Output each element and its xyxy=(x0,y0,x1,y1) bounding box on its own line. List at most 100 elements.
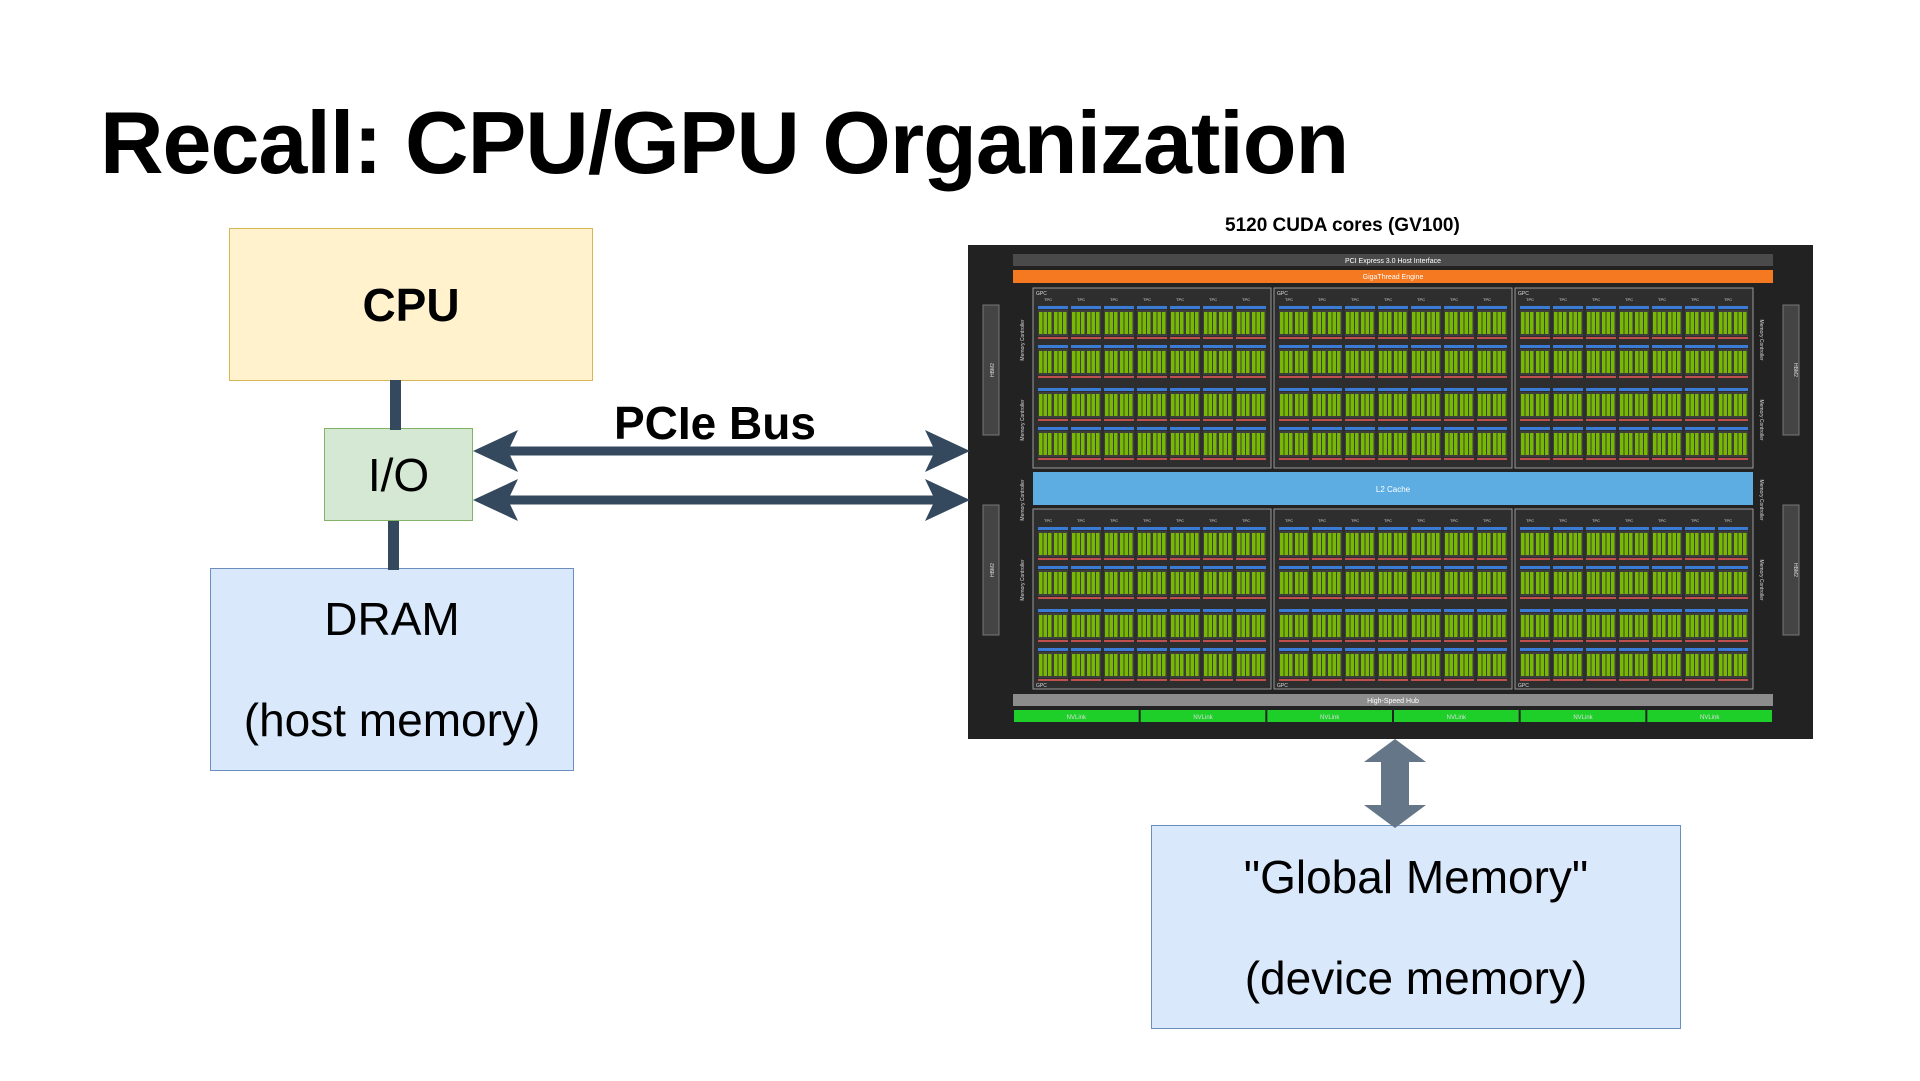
cuda-core xyxy=(1728,394,1732,416)
gpc-label: GPC xyxy=(1036,291,1047,297)
cuda-core xyxy=(1252,533,1256,555)
cuda-core xyxy=(1497,654,1501,676)
cuda-core xyxy=(1525,394,1529,416)
sm-bar xyxy=(1718,345,1748,348)
cuda-core xyxy=(1431,312,1435,334)
cuda-core xyxy=(1525,533,1529,555)
sm-bar xyxy=(1170,609,1200,612)
cuda-core xyxy=(1644,351,1648,373)
cuda-core xyxy=(1256,433,1260,455)
cuda-core xyxy=(1120,394,1124,416)
sm-cache-bar xyxy=(1170,337,1200,339)
sm-cache-bar xyxy=(1104,458,1134,460)
cuda-core xyxy=(1662,572,1666,594)
sm-bar xyxy=(1520,609,1550,612)
sm-bar xyxy=(1038,527,1068,530)
cuda-core xyxy=(1624,433,1628,455)
cuda-core xyxy=(1261,533,1265,555)
cuda-core xyxy=(1304,312,1308,334)
tpc-label: TPC xyxy=(1724,518,1732,523)
cuda-core xyxy=(1180,394,1184,416)
cuda-core xyxy=(1469,615,1473,637)
cuda-core xyxy=(1105,572,1109,594)
cuda-core xyxy=(1701,615,1705,637)
cuda-core xyxy=(1322,615,1326,637)
cuda-core xyxy=(1478,351,1482,373)
memory-controller-label: Memory Controller xyxy=(1020,559,1026,600)
sm-cache-bar xyxy=(1203,337,1233,339)
sm-cache-bar xyxy=(1520,597,1550,599)
cuda-core xyxy=(1289,433,1293,455)
cuda-core xyxy=(1578,394,1582,416)
cuda-core xyxy=(1545,572,1549,594)
slide-title: Recall: CPU/GPU Organization xyxy=(100,93,1349,192)
sm-cache-bar xyxy=(1345,458,1375,460)
cuda-core xyxy=(1379,351,1383,373)
cuda-core xyxy=(1114,615,1118,637)
cuda-core xyxy=(1719,572,1723,594)
cuda-core xyxy=(1332,351,1336,373)
cuda-core xyxy=(1256,351,1260,373)
cuda-core xyxy=(1039,433,1043,455)
cpu-box: CPU xyxy=(229,228,593,381)
gigathread-label: GigaThread Engine xyxy=(1363,274,1424,281)
cuda-core xyxy=(1690,394,1694,416)
tpc-label: TPC xyxy=(1044,297,1052,302)
cuda-core xyxy=(1602,351,1606,373)
gpc-label: GPC xyxy=(1036,683,1047,689)
cuda-core xyxy=(1460,394,1464,416)
sm-cache-bar xyxy=(1203,419,1233,421)
cuda-core xyxy=(1350,394,1354,416)
cuda-core xyxy=(1252,572,1256,594)
sm-bar xyxy=(1203,566,1233,569)
cuda-core xyxy=(1578,312,1582,334)
io-label: I/O xyxy=(367,448,430,501)
cuda-core xyxy=(1096,533,1100,555)
cuda-core xyxy=(1370,351,1374,373)
cuda-core xyxy=(1180,615,1184,637)
cuda-core xyxy=(1460,615,1464,637)
sm-cache-bar xyxy=(1345,558,1375,560)
cuda-core xyxy=(1602,394,1606,416)
cuda-core xyxy=(1162,654,1166,676)
cuda-core xyxy=(1478,312,1482,334)
cuda-core xyxy=(1295,351,1299,373)
sm-bar xyxy=(1279,609,1309,612)
cuda-core xyxy=(1043,433,1047,455)
cuda-core xyxy=(1109,533,1113,555)
sm-cache-bar xyxy=(1718,376,1748,378)
cuda-core xyxy=(1138,572,1142,594)
cuda-core xyxy=(1317,533,1321,555)
cuda-core xyxy=(1383,615,1387,637)
tpc-label: TPC xyxy=(1724,297,1732,302)
cuda-core xyxy=(1284,615,1288,637)
cuda-core xyxy=(1563,654,1567,676)
cuda-core xyxy=(1195,351,1199,373)
sm-bar xyxy=(1520,527,1550,530)
cuda-core xyxy=(1129,654,1133,676)
cuda-core xyxy=(1361,615,1365,637)
cuda-core xyxy=(1109,433,1113,455)
cuda-core xyxy=(1208,312,1212,334)
cuda-core xyxy=(1587,615,1591,637)
sm-cache-bar xyxy=(1203,376,1233,378)
cuda-core xyxy=(1469,654,1473,676)
cuda-core xyxy=(1602,572,1606,594)
sm-bar xyxy=(1378,566,1408,569)
cuda-core xyxy=(1175,572,1179,594)
cuda-core xyxy=(1695,533,1699,555)
cuda-core xyxy=(1460,351,1464,373)
cuda-core xyxy=(1569,394,1573,416)
cuda-core xyxy=(1186,433,1190,455)
nvlink-label: NVLink xyxy=(1573,715,1593,721)
cuda-core xyxy=(1337,351,1341,373)
cuda-core xyxy=(1701,394,1705,416)
cuda-core xyxy=(1710,572,1714,594)
cuda-core xyxy=(1436,572,1440,594)
cuda-core xyxy=(1365,533,1369,555)
cuda-core xyxy=(1261,312,1265,334)
cuda-core xyxy=(1289,654,1293,676)
tpc-label: TPC xyxy=(1691,297,1699,302)
sm-bar xyxy=(1170,566,1200,569)
sm-cache-bar xyxy=(1038,679,1068,681)
